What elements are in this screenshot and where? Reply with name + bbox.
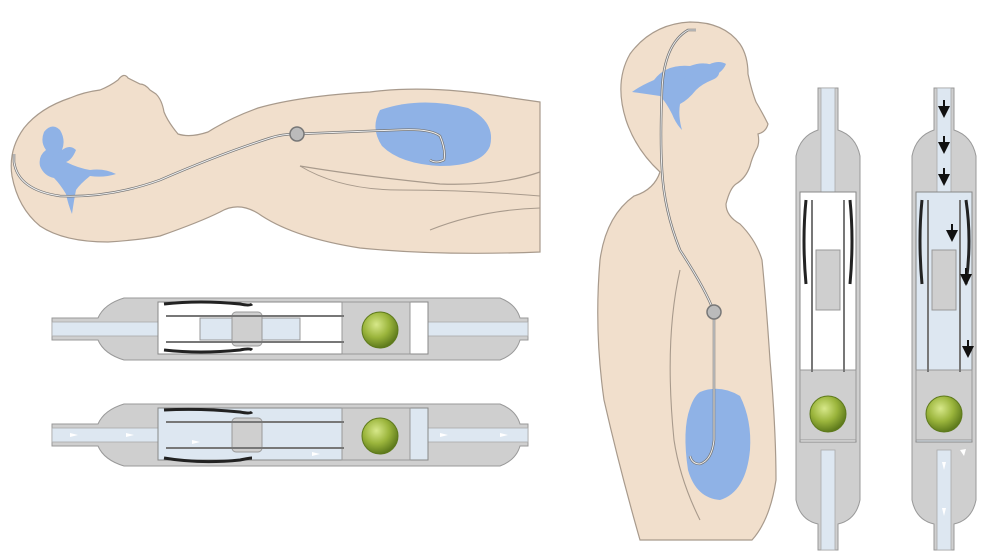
upright-arm-outline <box>669 269 701 521</box>
supine-forearm-outline <box>429 207 541 231</box>
supine-shunt-valve-icon <box>289 126 305 142</box>
valve-horizontal-closed <box>51 297 529 361</box>
supine-arm-outline <box>299 165 541 185</box>
valve-vertical-open <box>911 87 977 551</box>
ball-valve-icon <box>361 417 399 455</box>
valve-horizontal-open <box>51 403 529 467</box>
valve-channel <box>51 321 163 337</box>
upright-brain-ventricles-icon <box>632 62 726 130</box>
ball-valve-icon <box>809 395 847 433</box>
upright-abdominal-fluid <box>685 388 751 500</box>
supine-arm-lower-outline <box>299 165 541 197</box>
spring-upper <box>163 300 254 307</box>
supine-abdominal-fluid <box>375 102 492 166</box>
valve-vertical-closed <box>795 87 861 551</box>
flow-arrow-icon <box>938 100 974 358</box>
flow-arrow-icon-light <box>942 449 966 516</box>
supine-body-panel <box>10 74 541 254</box>
ball-valve-icon <box>361 311 399 349</box>
upright-body-silhouette <box>597 21 777 541</box>
spring-lower <box>163 347 254 354</box>
upright-body-panel <box>597 21 777 541</box>
supine-brain-ventricles-icon <box>39 126 116 214</box>
flow-arrow-icon <box>70 433 508 456</box>
valve-outlet-channel <box>419 321 529 337</box>
ball-valve-icon <box>925 395 963 433</box>
upright-shunt-valve-icon <box>706 304 722 320</box>
